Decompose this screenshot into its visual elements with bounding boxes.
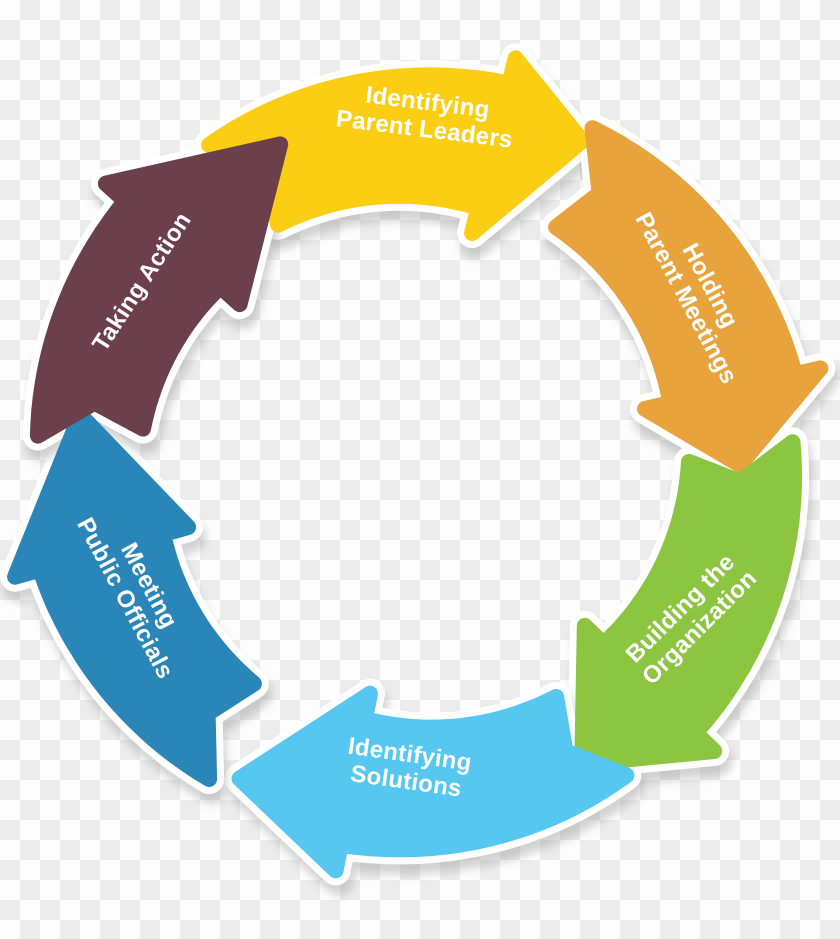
- arrow-holding-parent-meetings: [548, 120, 829, 473]
- arrow-identifying-parent-leaders: [201, 50, 591, 241]
- arrow-taking-action: [29, 136, 289, 444]
- arrow-identifying-solutions: [231, 685, 635, 879]
- arrow-fills-layer: [7, 50, 829, 879]
- arrow-building-the-organization: [574, 434, 802, 772]
- arrow-meeting-public-officials: [7, 407, 262, 787]
